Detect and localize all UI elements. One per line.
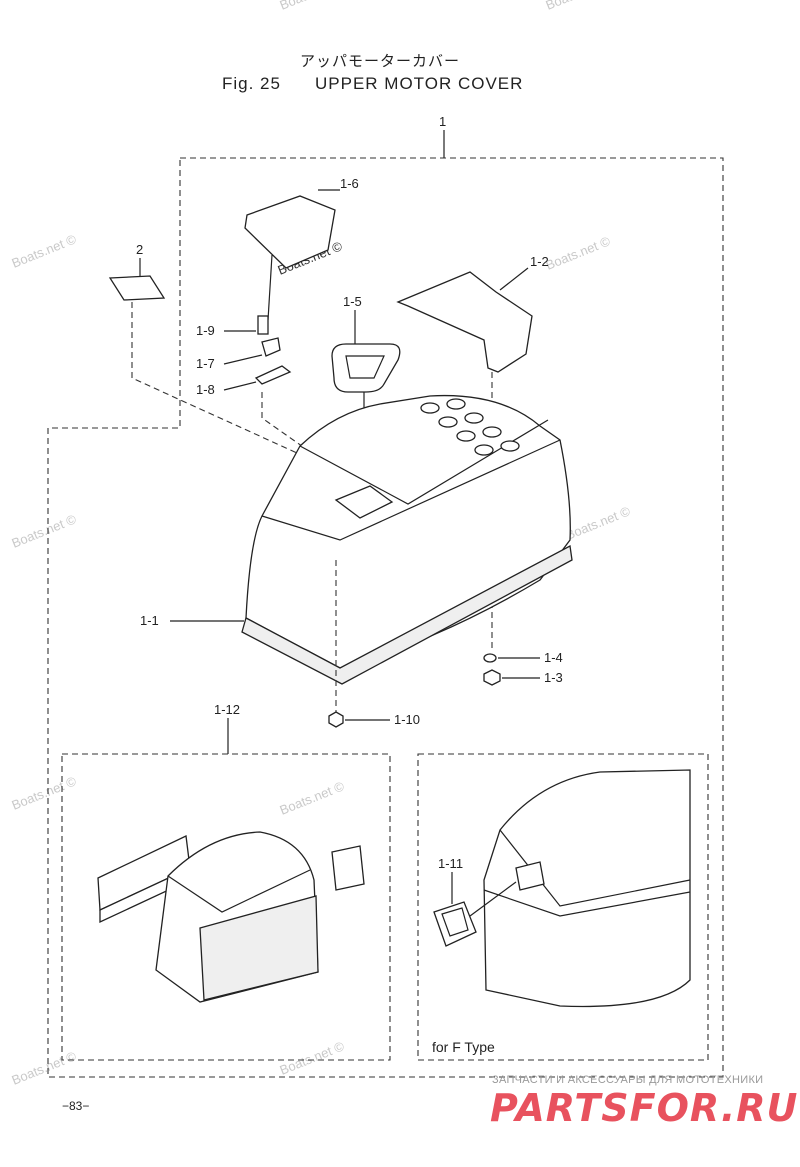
leader-line (223, 381, 257, 391)
page-number: −83− (62, 1099, 90, 1113)
figure-title: Fig. 25 UPPER MOTOR COVER (222, 74, 523, 94)
plate-part-1-8 (254, 365, 292, 385)
decal-sheet-right (331, 845, 365, 891)
f-type-label: for F Type (432, 1039, 495, 1055)
callout-1-2: 1-2 (530, 254, 549, 269)
grommet-part-1-11 (433, 901, 477, 947)
plate-part-1-6 (244, 195, 336, 269)
callout-1: 1 (439, 114, 446, 129)
callout-1-10: 1-10 (394, 712, 420, 727)
decal-stripe-band (199, 895, 319, 1001)
brand-subtitle: ЗАПЧАСТИ И АКСЕССУАРЫ ДЛЯ МОТОТЕХНИКИ (492, 1074, 764, 1086)
watermark-text: Boats.net © (544, 0, 613, 13)
bolt-part-1-9 (257, 315, 269, 335)
decal-kit-box (61, 753, 391, 1061)
cowl-grommet-hole (334, 485, 394, 519)
callout-1-8: 1-8 (196, 382, 215, 397)
leader-line (223, 354, 263, 365)
cowl-seal-rim (241, 544, 573, 685)
callout-1-1: 1-1 (140, 613, 159, 628)
callout-1-12: 1-12 (214, 702, 240, 717)
f-type-inset-box (417, 753, 709, 1061)
assembly-boundary (47, 157, 724, 1078)
grommet-part-1-11-inner (441, 907, 469, 937)
cylinder-heads (420, 398, 520, 456)
nut-part-1-10 (328, 711, 344, 728)
callout-1-6: 1-6 (340, 176, 359, 191)
watermark-text: Boats.net © (278, 0, 347, 13)
callout-1-5: 1-5 (343, 294, 362, 309)
f-type-opening (515, 861, 545, 891)
decal-part-2 (108, 275, 166, 301)
callout-2: 2 (136, 242, 143, 257)
watermark-text: Boats.net © (278, 778, 347, 818)
f-type-cowl-ridge (499, 829, 691, 907)
grommet-part-1-5 (331, 343, 401, 393)
f-type-cowl-crease (483, 889, 691, 917)
callout-1-9: 1-9 (196, 323, 215, 338)
f-type-cowl-outline (483, 769, 691, 1008)
callout-1-7: 1-7 (196, 356, 215, 371)
brand-logo[interactable]: PARTSFOR.RU (490, 1086, 799, 1130)
grommet-opening (345, 355, 385, 379)
watermark-text: Boats.net © (10, 511, 79, 551)
bracket-part-1-7 (261, 337, 281, 357)
nut-part-1-3 (483, 669, 501, 686)
callout-1-3: 1-3 (544, 670, 563, 685)
figure-number: Fig. 25 (222, 74, 281, 93)
leader-line (499, 267, 529, 291)
watermark-text: Boats.net © (10, 1048, 79, 1088)
watermark-text: Boats.net © (278, 1038, 347, 1078)
title-japanese: アッパモーターカバー (300, 53, 461, 70)
cowl-crease (261, 439, 561, 541)
cap-part-1-2 (396, 271, 533, 373)
watermark-text: Boats.net © (10, 773, 79, 813)
callout-1-11: 1-11 (438, 856, 463, 871)
figure-title-text: UPPER MOTOR COVER (314, 74, 524, 93)
watermark-text: Boats.net © (564, 503, 633, 543)
leader-line (469, 881, 517, 917)
callout-1-4: 1-4 (544, 650, 563, 665)
washer-part-1-4 (483, 653, 497, 663)
watermark-text: Boats.net © (544, 233, 613, 273)
decal-cowl-ridge (167, 869, 311, 913)
assembly-line (131, 302, 331, 469)
watermark-text: Boats.net © (10, 231, 79, 271)
assembly-line (261, 392, 337, 471)
leader-line (267, 254, 273, 321)
